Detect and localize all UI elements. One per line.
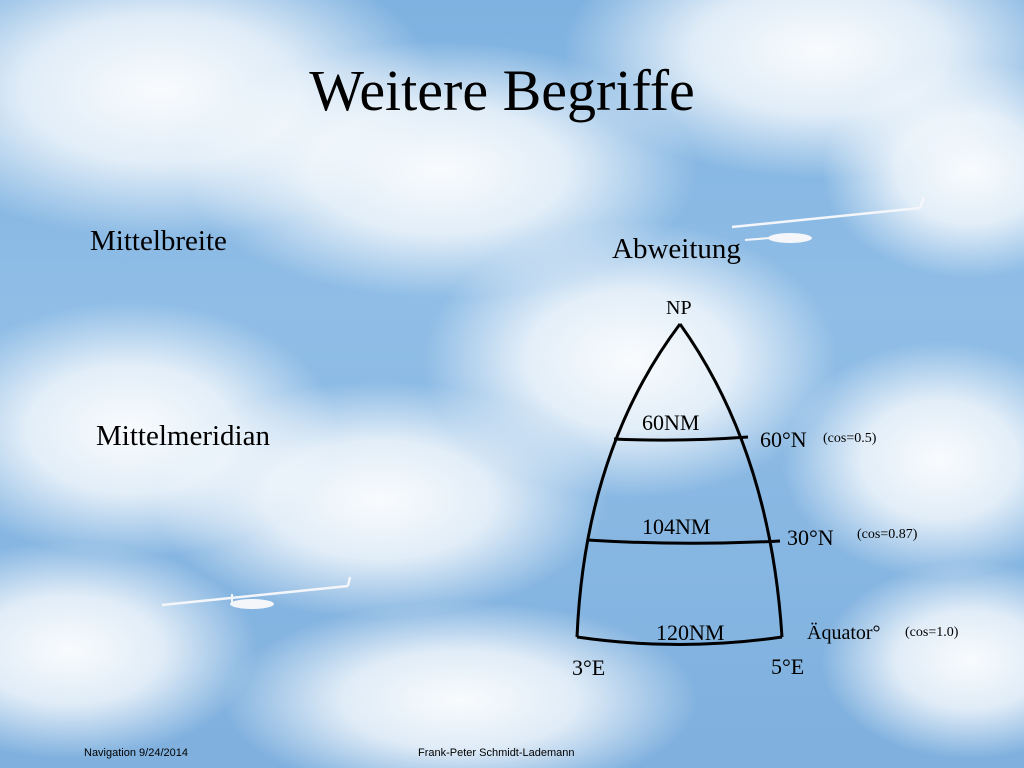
longitude-east-label: 5°E <box>771 654 805 679</box>
equator-label: Äquator° <box>807 622 881 644</box>
distance-equator-label: 120NM <box>656 620 725 645</box>
parallel-30n <box>586 538 781 545</box>
cloud <box>220 600 700 768</box>
cosine-30n-label: (cos=0.87) <box>857 527 918 542</box>
term-abweitung: Abweitung <box>612 233 741 265</box>
footer-left: Navigation 9/24/2014 <box>84 747 188 759</box>
footer-center: Frank-Peter Schmidt-Lademann <box>418 747 575 759</box>
page-title: Weitere Begriffe <box>309 58 695 123</box>
glider-icon <box>731 196 926 243</box>
longitude-west-label: 3°E <box>572 655 606 680</box>
glider-icon <box>161 576 352 609</box>
equator-arc <box>576 635 783 646</box>
term-mittelbreite: Mittelbreite <box>90 225 227 257</box>
latitude-60n-label: 60°N <box>760 427 807 452</box>
cosine-equator-label: (cos=1.0) <box>905 625 959 640</box>
cosine-60n-label: (cos=0.5) <box>823 431 877 446</box>
term-mittelmeridian: Mittelmeridian <box>96 420 270 452</box>
distance-30n-label: 104NM <box>642 514 711 539</box>
distance-60n-label: 60NM <box>642 410 700 435</box>
latitude-30n-label: 30°N <box>787 525 834 550</box>
north-pole-label: NP <box>666 297 692 319</box>
meridian-east <box>678 323 784 638</box>
parallel-60n <box>613 435 749 442</box>
meridian-west <box>575 323 682 638</box>
cloud <box>420 220 840 500</box>
cloud <box>780 340 1024 580</box>
